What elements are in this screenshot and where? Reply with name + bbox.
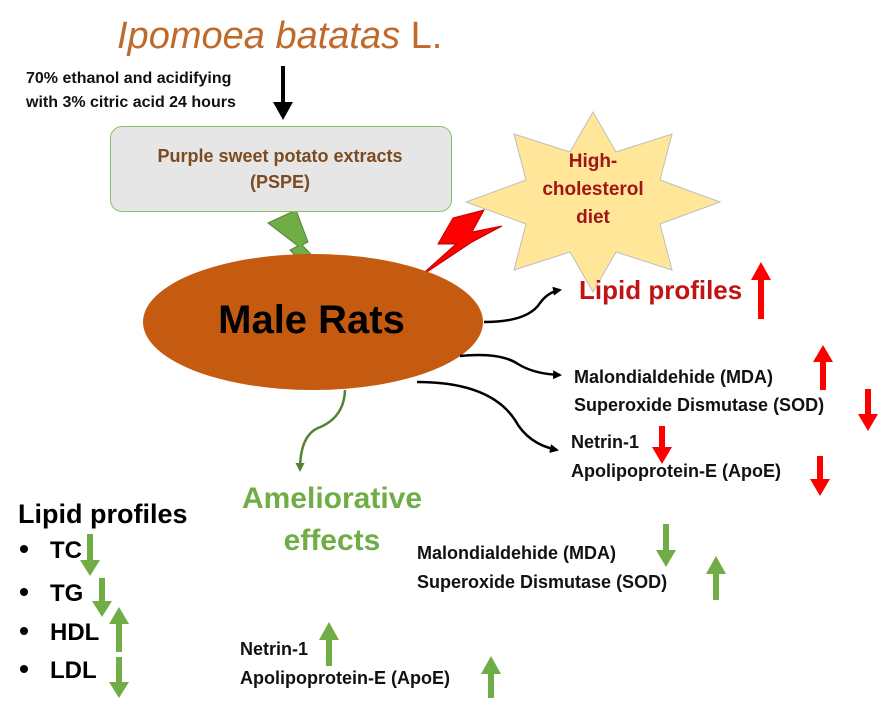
disease-mda: Malondialdehide (MDA) (574, 367, 773, 387)
arrow-to-netrin (416, 380, 559, 453)
rats-ellipse (143, 254, 483, 390)
ameliorative-line-1: Ameliorative (241, 482, 423, 515)
disease-apoe: Apolipoprotein-E (ApoE) (571, 461, 781, 481)
bullet-icon (20, 544, 28, 553)
tc-down-arrow-icon (80, 534, 100, 576)
treatment-netrin: Netrin-1 (240, 639, 309, 659)
method-line-2: with 3% citric acid 24 hours (26, 94, 236, 111)
bullet-icon (20, 664, 28, 673)
diet-line-3: diet (576, 207, 610, 228)
sod-down-arrow-icon (858, 389, 878, 431)
tg-down-arrow-icon (92, 578, 112, 617)
sod-green-up-arrow-icon (706, 556, 726, 600)
disease-netrin: Netrin-1 (571, 432, 640, 452)
apoe-down-arrow-icon (810, 456, 830, 496)
extract-line-1: Purple sweet potato extracts (157, 146, 403, 166)
treatment-apoe: Apolipoprotein-E (ApoE) (240, 668, 450, 688)
treatment-sod: Superoxide Dismutase (SOD) (417, 572, 668, 592)
ameliorative-line-2: effects (283, 524, 381, 557)
netrin-down-arrow-icon (652, 426, 672, 464)
diet-line-2: cholesterol (542, 179, 644, 200)
method-line-1: 70% ethanol and acidifying (26, 70, 232, 87)
species-authority: L. (410, 15, 443, 57)
arrow-to-lipid (483, 286, 562, 324)
ldl-down-arrow-icon (109, 657, 129, 698)
extract-box (110, 126, 452, 212)
diet-line-1: High- (568, 151, 618, 172)
bullet-icon (20, 626, 28, 635)
bullet-icon (20, 587, 28, 596)
species-title: Ipomoea batatas L. (117, 15, 442, 58)
netrin-green-up-arrow-icon (319, 622, 339, 666)
lipid-up-arrow-icon (751, 262, 771, 319)
disease-sod: Superoxide Dismutase (SOD) (574, 395, 825, 415)
apoe-green-up-arrow-icon (481, 656, 501, 698)
extraction-method: 70% ethanol and acidifying with 3% citri… (26, 67, 236, 115)
treatment-mda: Malondialdehide (MDA) (417, 543, 616, 563)
extract-line-2: (PSPE) (249, 172, 310, 192)
lipid-item-ldl: LDL (20, 657, 97, 685)
arrow-to-ameliorative (295, 389, 347, 472)
diet-lightning-icon (417, 209, 503, 279)
lipid-item-tc: TC (20, 537, 82, 565)
arrow-to-mda (459, 353, 562, 380)
mda-green-down-arrow-icon (656, 524, 676, 567)
extraction-arrow (273, 66, 293, 120)
subject-label: Male Rats (218, 298, 405, 342)
extract-label: Purple sweet potato extracts (PSPE) (110, 143, 450, 195)
ameliorative-effects-label: Ameliorative effects (232, 478, 432, 562)
diet-star (464, 110, 722, 294)
mda-up-arrow-icon (813, 345, 833, 390)
hdl-up-arrow-icon (109, 607, 129, 652)
species-name: Ipomoea batatas (117, 15, 401, 57)
lipid-item-tg: TG (20, 580, 83, 608)
diet-label: High- cholesterol diet (528, 148, 658, 232)
disease-lipid-profiles: Lipid profiles (579, 275, 743, 305)
treatment-lipid-profiles: Lipid profiles (18, 499, 188, 529)
lipid-item-hdl: HDL (20, 619, 99, 647)
